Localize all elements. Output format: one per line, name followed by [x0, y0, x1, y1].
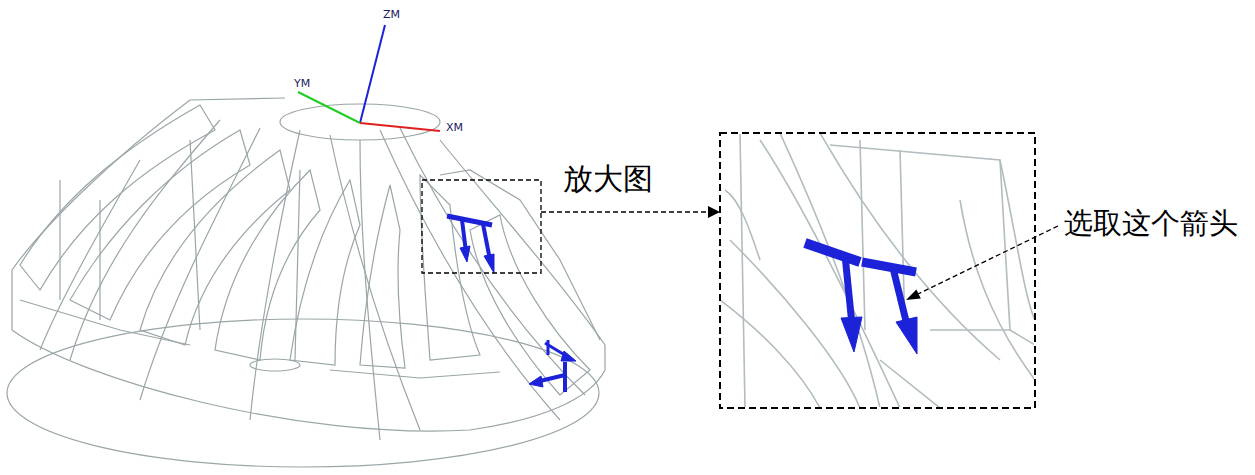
vector-arrows	[447, 216, 576, 392]
impeller-wireframe	[7, 98, 605, 467]
callout-lines	[422, 133, 1058, 408]
zoom-wireframe	[721, 134, 1034, 407]
callout-label: 选取这个箭头	[1064, 208, 1238, 240]
axis-label: ZM	[383, 9, 400, 21]
coordinate-axes	[298, 25, 440, 131]
axis-label: YM	[294, 78, 310, 90]
zoom-label: 放大图	[563, 162, 653, 195]
zoom-vector-arrows	[805, 243, 917, 354]
arrowheads	[708, 206, 921, 300]
axis-label: XM	[446, 122, 463, 134]
